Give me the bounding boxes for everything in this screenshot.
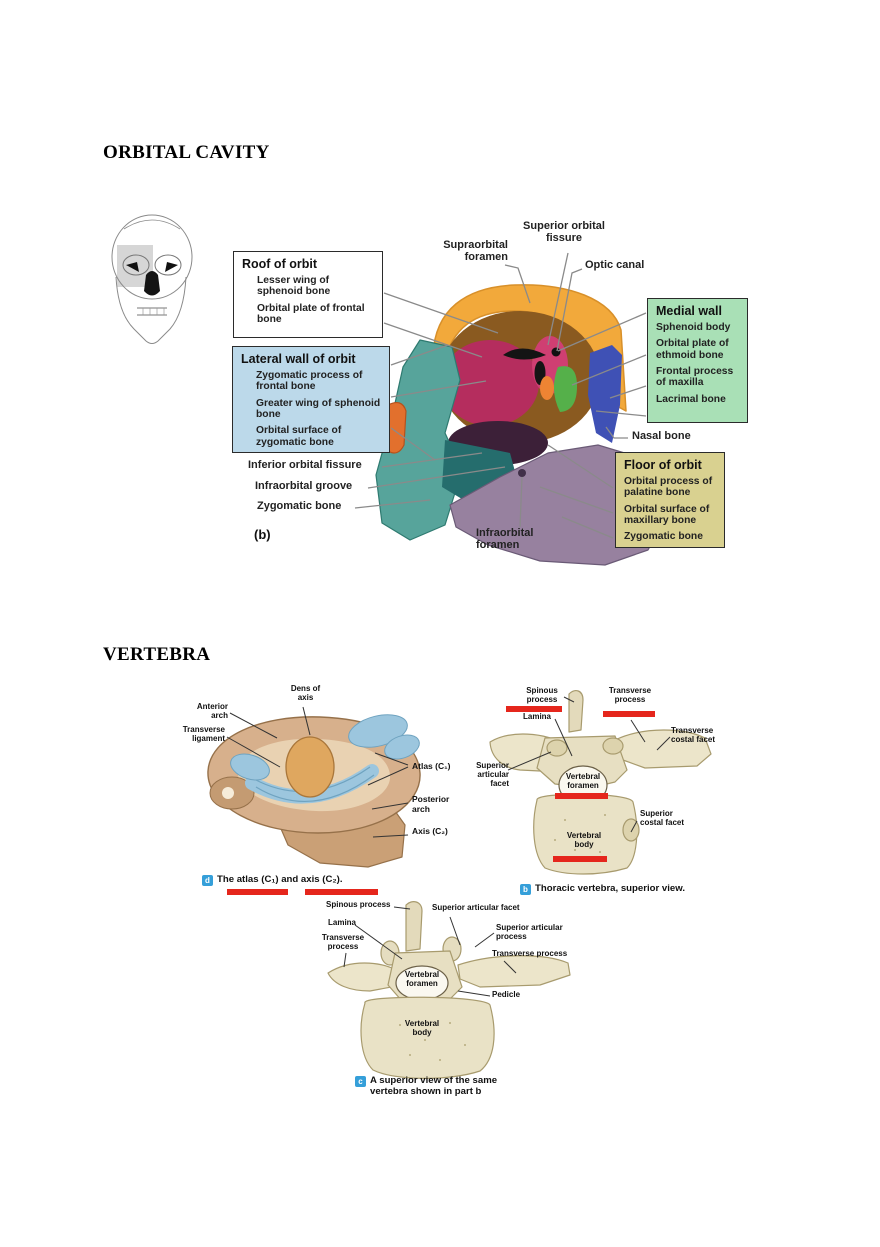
lateral-box-title: Lateral wall of orbit	[241, 352, 356, 366]
heading-orbital-cavity: ORBITAL CAVITY	[103, 142, 270, 163]
vertebral-body	[360, 996, 495, 1079]
optic-canal-hole	[551, 347, 561, 357]
lateral-box-item: Greater wing of sphenoid bone	[256, 397, 381, 420]
palatine-orange-region	[540, 376, 554, 400]
superior-articular-facet-left	[546, 739, 568, 757]
label-dens-of-axis: Dens of axis	[290, 684, 321, 702]
caption-letter-square-b: b	[520, 884, 531, 895]
label-b-lamina: Lamina	[523, 712, 552, 721]
caption-text-b: Thoracic vertebra, superior view.	[535, 883, 686, 894]
red-underline-annotation	[555, 793, 608, 799]
label-c-pedicle: Pedicle	[492, 990, 521, 999]
greater-wing-sphenoid-region	[441, 340, 539, 426]
orbital-leader-lines	[354, 252, 647, 539]
skull-inset-drawing	[111, 214, 193, 344]
spinous-process-tall	[405, 901, 423, 952]
ethmoid-region	[553, 366, 577, 412]
thoracic-leader-lines	[507, 696, 671, 833]
label-c-lamina: Lamina	[328, 918, 357, 927]
infraorbital-foramen-hole	[518, 469, 526, 477]
spinous-process-nub	[568, 690, 584, 733]
floor-box-item: Orbital process of palatine bone	[624, 476, 713, 499]
red-underline-annotation	[506, 706, 562, 712]
label-axis-c2: Axis (C₂)	[412, 826, 448, 836]
roof-of-orbit-box: Roof of orbit Lesser wing of sphenoid bo…	[233, 251, 383, 338]
lateral-box-item: Zygomatic process of frontal bone	[256, 370, 363, 393]
label-b-spinous-process: Spinous process	[526, 686, 558, 704]
caption-thoracic: b Thoracic vertebra, superior view.	[520, 883, 686, 895]
nasal-lacrimal-blue-region	[588, 345, 622, 443]
floor-box-item: Orbital surface of maxillary bone	[624, 503, 710, 526]
red-underline-annotation	[227, 889, 288, 895]
caption-atlas-axis: d The atlas (C₁) and axis (C₂).	[202, 874, 343, 886]
label-nasal-bone: Nasal bone	[632, 430, 691, 442]
medial-box-title: Medial wall	[656, 304, 722, 318]
label-anterior-arch: Anterior arch	[196, 702, 228, 720]
medial-box-item: Frontal process of maxilla	[656, 365, 734, 389]
label-c-vertebral-foramen: Vertebral foramen	[404, 970, 440, 988]
floor-of-orbit-box: Floor of orbit Orbital process of palati…	[615, 452, 725, 548]
right-transverse-process	[614, 729, 712, 769]
medial-wall-box: Medial wall Sphenoid body Orbital plate …	[647, 298, 748, 423]
dens-of-axis-knob	[285, 736, 335, 798]
lateral-box-item: Orbital surface of zygomatic bone	[256, 425, 342, 448]
red-underline-annotation	[305, 889, 378, 895]
thoracic-vertebra-illustration	[489, 690, 712, 875]
superior-view-leader-lines	[343, 906, 517, 997]
label-c-transverse-process-left: Transverse process	[321, 933, 365, 951]
label-infraorbital-groove: Infraorbital groove	[255, 480, 353, 492]
orbital-bones-art	[375, 284, 667, 566]
caption-text-c: A superior view of the same vertebra sho…	[370, 1075, 498, 1097]
floor-box-item: Zygomatic bone	[624, 531, 703, 543]
label-b-vertebral-foramen: Vertebral foramen	[565, 772, 601, 790]
label-zygomatic-bone: Zygomatic bone	[257, 500, 342, 512]
label-c-vertebral-body: Vertebral body	[404, 1019, 440, 1037]
label-b-superior-costal-facet: Superior costal facet	[640, 809, 685, 827]
caption-letter-square-c: c	[355, 1076, 366, 1087]
superior-articular-facet-right	[602, 737, 624, 755]
floor-box-title: Floor of orbit	[624, 458, 702, 472]
red-underline-annotation	[603, 711, 655, 717]
label-transverse-ligament: Transverse ligament	[182, 725, 225, 743]
caption-superior-view: c A superior view of the same vertebra s…	[355, 1075, 500, 1097]
caption-letter-square-d: d	[202, 875, 213, 886]
cartilage-patch-left	[230, 753, 270, 781]
roof-box-item: Orbital plate of frontal bone	[257, 302, 365, 325]
medial-box-item: Lacrimal bone	[656, 393, 726, 405]
label-infraorbital-foramen: Infraorbital foramen	[476, 527, 534, 551]
orbital-cavity-illustration	[111, 214, 667, 566]
label-c-spinous-process: Spinous process	[326, 900, 391, 909]
subfigure-letter-b: (b)	[254, 527, 271, 542]
lateral-wall-box: Lateral wall of orbit Zygomatic process …	[232, 346, 390, 453]
heading-vertebra: VERTEBRA	[103, 644, 211, 665]
bone-speckles	[399, 1022, 466, 1061]
label-inferior-orbital-fissure: Inferior orbital fissure	[248, 459, 362, 471]
cartilage-patch-right-2	[384, 734, 420, 760]
label-optic-canal: Optic canal	[585, 259, 645, 271]
superior-view-vertebra-illustration	[327, 901, 571, 1079]
label-c-superior-articular-facet: Superior articular facet	[432, 903, 520, 912]
label-b-vertebral-body: Vertebral body	[566, 831, 602, 849]
label-c-transverse-process-right: Transverse process	[492, 949, 568, 958]
transverse-foramen-hole	[222, 787, 234, 799]
atlas-axis-illustration	[207, 706, 421, 868]
caption-text-d: The atlas (C₁) and axis (C₂).	[217, 874, 343, 885]
medial-box-item: Orbital plate of ethmoid bone	[656, 338, 729, 361]
atlas-leader-lines	[226, 706, 409, 838]
medial-box-item: Sphenoid body	[656, 322, 731, 333]
label-superior-orbital-fissure: Superior orbital fissure	[523, 220, 605, 244]
label-supraorbital-foramen: Supraorbital foramen	[443, 239, 508, 263]
superior-orbital-fissure-slit	[503, 348, 546, 360]
label-b-superior-articular-facet: Superior articular facet	[476, 761, 509, 788]
label-c-superior-articular-process: Superior articular process	[496, 923, 563, 941]
label-posterior-arch: Posterior arch	[412, 794, 450, 814]
label-b-transverse-costal-facet: Transverse costal facet	[671, 726, 716, 744]
roof-box-item: Lesser wing of sphenoid bone	[257, 275, 331, 298]
red-underline-annotation	[553, 856, 607, 862]
label-atlas-c1: Atlas (C₁)	[412, 761, 451, 771]
roof-box-title: Roof of orbit	[242, 257, 317, 271]
bone-speckles	[554, 814, 606, 853]
label-b-transverse-process: Transverse process	[608, 686, 652, 704]
